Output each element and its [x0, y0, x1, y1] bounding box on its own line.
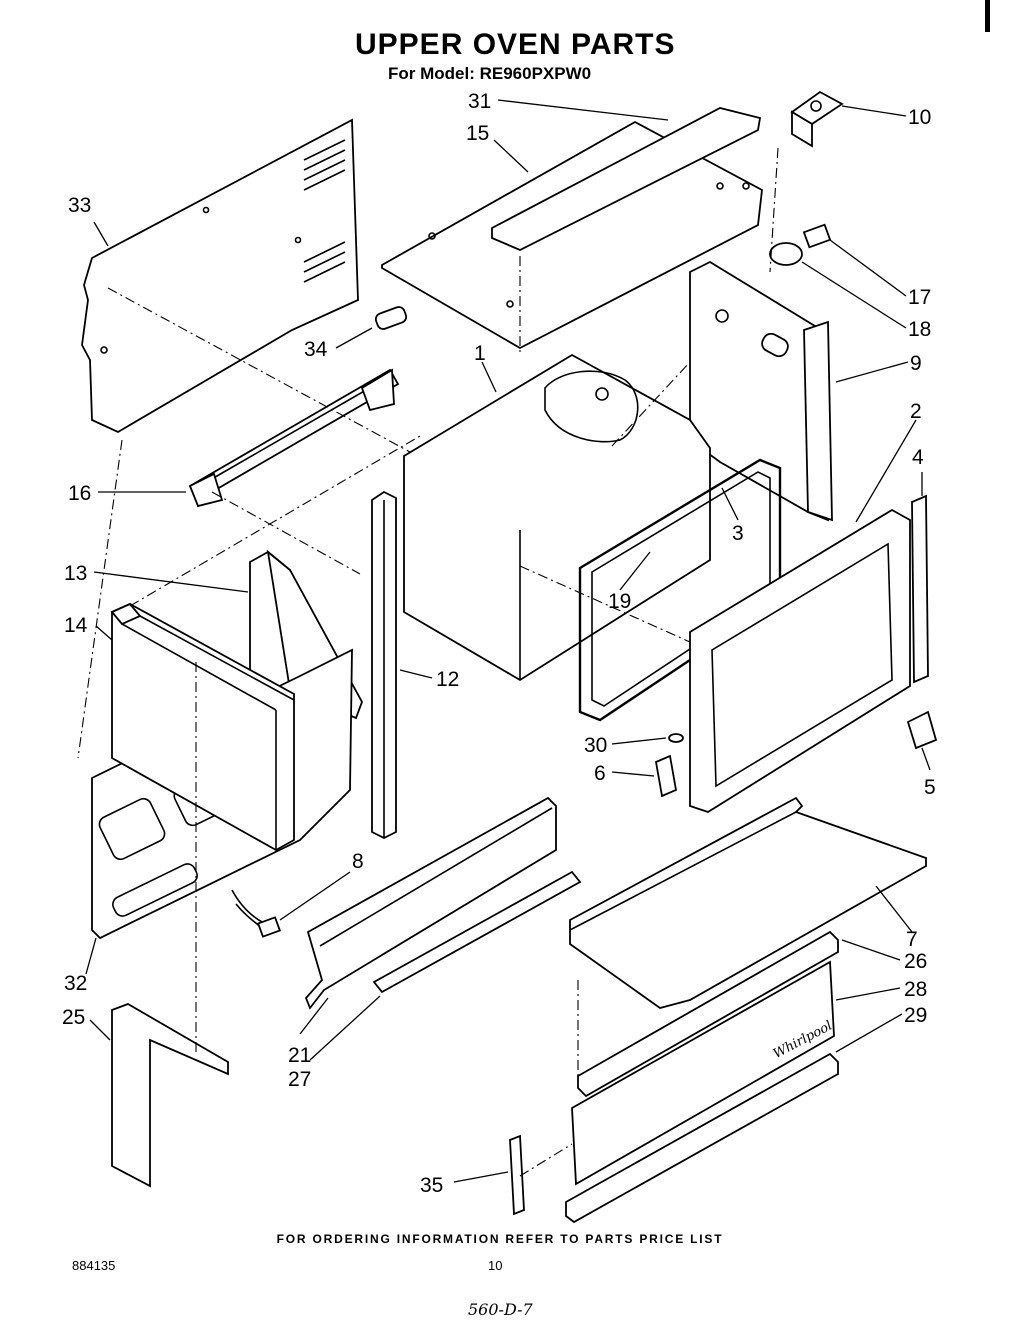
callout-1: 1	[474, 342, 486, 365]
part-34-switch	[374, 306, 408, 330]
callout-19: 19	[608, 590, 631, 613]
callout-18: 18	[908, 318, 931, 341]
callout-29: 29	[904, 1004, 927, 1027]
part-9-side-panel	[689, 260, 833, 522]
part-6-hinge-bracket	[654, 754, 678, 798]
callout-10: 10	[908, 106, 931, 129]
callout-5: 5	[924, 776, 936, 799]
alignment-lines	[77, 147, 779, 1177]
callout-26: 26	[904, 950, 927, 973]
part-10-light-bracket	[790, 90, 844, 148]
callout-4: 4	[912, 446, 924, 469]
page-number: 10	[488, 1258, 503, 1273]
callout-15: 15	[466, 122, 489, 145]
document-number: 884135	[72, 1258, 116, 1273]
callout-13: 13	[64, 562, 87, 585]
ordering-note: FOR ORDERING INFORMATION REFER TO PARTS …	[276, 1232, 724, 1246]
callout-6: 6	[594, 762, 606, 785]
part-5-clip	[906, 710, 938, 750]
callout-2: 2	[910, 400, 922, 423]
part-15-top-panel	[381, 107, 763, 350]
part-21-element-shield	[304, 796, 557, 1010]
callout-12: 12	[436, 668, 459, 691]
part-8-connector	[231, 889, 282, 938]
callout-16: 16	[68, 482, 91, 505]
callout-28: 28	[904, 978, 927, 1001]
part-27-element-tube	[372, 870, 582, 994]
part-16-top-rail	[188, 368, 400, 508]
part-25-bracket	[111, 1003, 229, 1188]
part-12-vertical-post	[371, 490, 397, 840]
callout-34: 34	[304, 338, 328, 361]
callout-9: 9	[910, 352, 922, 375]
callout-3: 3	[732, 522, 744, 545]
part-4-side-trim	[911, 494, 929, 684]
callout-27: 27	[288, 1068, 311, 1091]
callout-31: 31	[468, 90, 491, 113]
part-7-bottom-panel	[569, 796, 927, 1009]
callout-17: 17	[908, 286, 931, 309]
part-26-front-rail	[577, 930, 839, 1098]
part-35-trim-strip	[509, 1134, 525, 1216]
part-17-lamp-socket	[802, 223, 832, 249]
part-29-bottom-trim	[565, 1052, 839, 1224]
part-1-oven-cavity	[403, 353, 711, 682]
part-18-light-bulb	[769, 242, 803, 266]
part-30-grommet	[668, 733, 684, 743]
callout-35: 35	[420, 1174, 443, 1197]
part-33-rear-panel	[81, 118, 359, 434]
callout-33: 33	[68, 194, 91, 217]
part-14-front-panel	[110, 602, 295, 852]
callout-7: 7	[906, 928, 918, 951]
callout-14: 14	[64, 614, 88, 637]
model-subtitle: For Model: RE960PXPW0	[388, 64, 592, 83]
page-title: UPPER OVEN PARTS	[355, 28, 676, 61]
callout-numbers: 31 15 10 33 17 18 34 1 9 2 4 16 3 13 19 …	[62, 90, 936, 1197]
handwritten-note: 560-D-7	[468, 1300, 533, 1319]
callout-25: 25	[62, 1006, 85, 1029]
corner-registration-mark	[985, 0, 990, 32]
part-2-front-frame	[689, 508, 911, 813]
callout-32: 32	[64, 972, 87, 995]
callout-8: 8	[352, 850, 364, 873]
callout-21: 21	[288, 1044, 311, 1067]
callout-30: 30	[584, 734, 607, 757]
callout-leaders	[85, 99, 931, 1183]
